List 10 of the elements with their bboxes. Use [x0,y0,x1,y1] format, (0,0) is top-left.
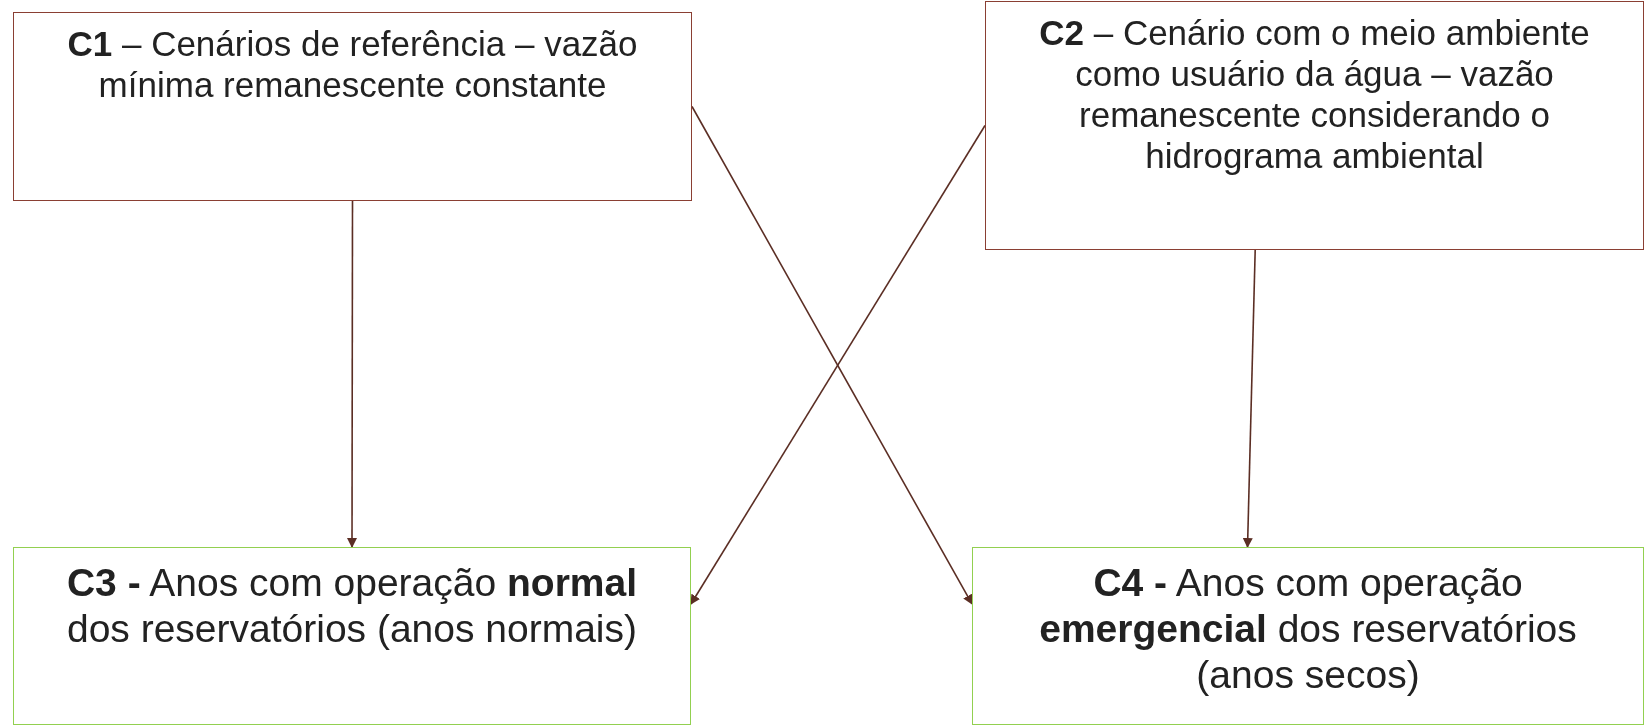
process-box [985,1,1644,250]
process-box [13,547,691,725]
box-text: C4 - Anos com operação emergencial dos reservatórios (anos secos) [1038,560,1578,698]
box-text: C1 – Cenários de referência – vazão mínima remanescente constante [66,23,639,105]
process-box [972,547,1644,725]
box-text: C2 – Cenário com o meio ambiente como usuário da água – vazão remanescente considerando o hidrograma ambiental [1038,12,1591,176]
box-text: C3 - Anos com operação normal dos reservatórios (anos normais) [65,560,639,652]
arrow [347,200,357,548]
arrow [1242,249,1256,548]
process-box [13,12,692,201]
